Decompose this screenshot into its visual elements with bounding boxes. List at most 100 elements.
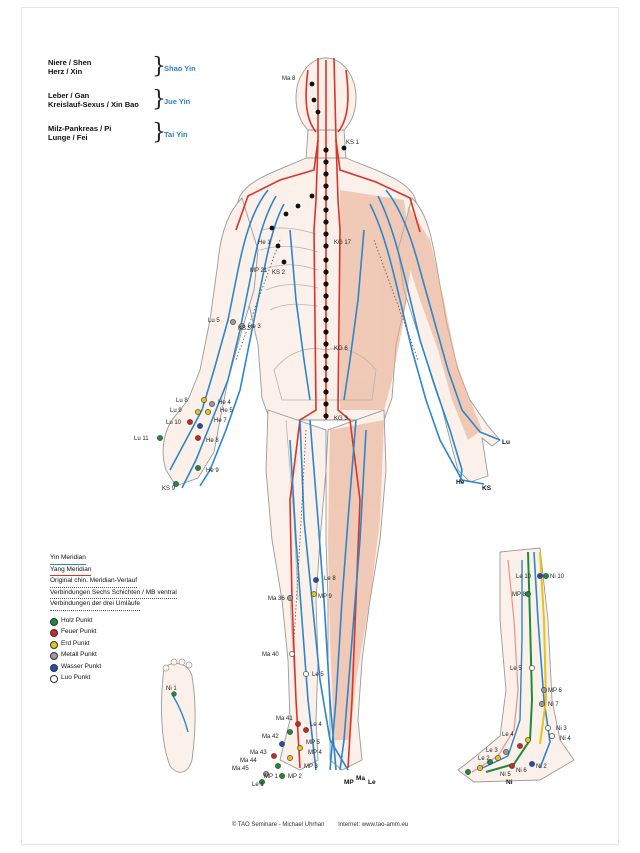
label-mp-bottom: MP	[344, 779, 354, 786]
label-lu11: Lu 11	[134, 436, 149, 442]
label-he5: He 5	[220, 408, 233, 414]
label-lu9: Lu 9	[170, 408, 182, 414]
footer: © TAO Seminare - Michael Uhrhan Internet…	[0, 822, 640, 828]
group-shao-yin: Niere / Shen Herz / Xin } Shao Yin	[48, 54, 238, 88]
label-ks2: KS 2	[272, 270, 286, 276]
meridian-groups: Niere / Shen Herz / Xin } Shao Yin Leber…	[48, 54, 238, 157]
legend-point: Erd Punkt	[50, 639, 220, 651]
label-le3: Le 3	[486, 748, 498, 754]
label-ni4: Ni 4	[560, 736, 571, 742]
legend-point: Metall Punkt	[50, 650, 220, 662]
label-le5-leg: Le 5	[510, 666, 522, 672]
group-line: Herz / Xin	[48, 67, 83, 76]
label-ma43: Ma 43	[250, 750, 267, 756]
point-labels: Ma 8 KS 1 KG 17 He 1 MP 21 KS 2 Lu 5 KS …	[134, 76, 510, 788]
label-le5: Le 5	[312, 672, 324, 678]
label-kg3: KG 3	[334, 416, 348, 422]
earth-point-icon	[50, 640, 58, 649]
group-line: Leber / Gan	[48, 91, 90, 100]
group-line: Kreislauf-Sexus / Xin Bao	[48, 100, 139, 109]
label-lu5: Lu 5	[208, 318, 220, 324]
label-he4: He 4	[218, 400, 231, 406]
label-kg6: KG 6	[334, 346, 348, 352]
label-ni2: Ni 2	[536, 764, 547, 770]
legend: Yin Meridian Yang Meridian Original chin…	[50, 553, 220, 685]
legend-item: Yang Meridian	[50, 565, 220, 576]
brace-icon: }	[152, 54, 166, 79]
wood-point-icon	[50, 617, 58, 626]
fire-point-icon	[50, 629, 58, 637]
group-jue-yin: Leber / Gan Kreislauf-Sexus / Xin Bao } …	[48, 87, 238, 121]
brace-icon: }	[152, 120, 166, 145]
label-mp2: MP 2	[288, 774, 303, 780]
label-mp5: MP 5	[306, 740, 321, 746]
yin-meridians	[169, 189, 501, 771]
label-ni6: Ni 6	[516, 768, 527, 774]
label-kg17: KG 17	[334, 240, 352, 246]
copyright: © TAO Seminare - Michael Uhrhan	[231, 822, 325, 828]
yang-meridians	[235, 57, 421, 769]
label-le2: Le 2	[478, 756, 490, 762]
legend-item: Original chin. Meridian-Verlauf	[50, 576, 220, 588]
element-points	[157, 319, 319, 785]
label-mp21: MP 21	[250, 268, 268, 274]
legend-sechs: Verbindungen Sechs Schichten / MB ventra…	[50, 588, 177, 599]
legend-yin: Yin Meridian	[50, 553, 86, 565]
label-mp9: MP 9	[318, 594, 333, 600]
label-he8: He 8	[206, 438, 219, 444]
label-le4: Le 4	[310, 722, 322, 728]
legend-original: Original chin. Meridian-Verlauf	[50, 576, 138, 588]
label-ma8: Ma 8	[282, 76, 296, 82]
label-le4-leg: Le 4	[502, 732, 514, 738]
label-lu-right: Lu	[502, 439, 510, 446]
leg-inset: Le 10 Ni 10 MP 8 Le 5 MP 6 Ni 7 Ni 3 Ni …	[457, 547, 575, 786]
connection-lines	[235, 239, 419, 641]
metal-point-icon	[50, 652, 58, 660]
label-ma42: Ma 42	[262, 734, 279, 740]
label-ni3: Ni 3	[556, 726, 567, 732]
group-line: Milz-Pankreas / Pi	[48, 124, 112, 133]
group-label: Shao Yin	[164, 64, 196, 73]
label-mp3: MP 3	[304, 764, 319, 770]
label-le10: Le 10	[516, 574, 532, 580]
label-lu8: Lu 8	[176, 398, 188, 404]
label-ks3: KS 3	[238, 326, 252, 332]
internet-link[interactable]: Internet: www.tao-amm.eu	[338, 822, 409, 828]
label-ni7: Ni 7	[548, 702, 559, 708]
label-ks-right: KS	[482, 485, 492, 492]
label-ma36: Ma 36	[268, 596, 285, 602]
label-le8: Le 8	[324, 576, 336, 582]
label-ni1: Ni 1	[166, 686, 177, 692]
label-mp4: MP 4	[308, 750, 323, 756]
label-ks9: KS 9	[162, 486, 176, 492]
label-he9: He 9	[206, 468, 219, 474]
label-he7: He 7	[214, 418, 227, 424]
group-line: Lunge / Fei	[48, 133, 88, 142]
luo-point-icon	[50, 675, 58, 683]
central-points	[269, 81, 347, 419]
label-le1: Le 1	[252, 782, 264, 788]
brace-icon: }	[152, 87, 166, 112]
label-ni10: Ni 10	[550, 574, 565, 580]
label-ni-bottom: Ni	[506, 779, 513, 786]
foot-sole-inset: Ni 1	[161, 658, 196, 773]
label-ma40: Ma 40	[262, 652, 279, 658]
legend-points: Holz Punkt Feuer Punkt Erd Punkt Metall …	[50, 616, 220, 685]
legend-point: Feuer Punkt	[50, 627, 220, 639]
legend-umlaeufe: Verbindungen der drei Umläufe	[50, 599, 140, 611]
legend-item: Verbindungen Sechs Schichten / MB ventra…	[50, 588, 220, 599]
label-ni5: Ni 5	[500, 772, 511, 778]
water-point-icon	[50, 663, 58, 672]
label-mp6: MP 6	[548, 688, 563, 694]
label-lu10: Lu 10	[166, 420, 182, 426]
legend-item: Verbindungen der drei Umläufe	[50, 599, 220, 611]
group-tai-yin: Milz-Pankreas / Pi Lunge / Fei } Tai Yin	[48, 120, 238, 154]
label-ma44: Ma 44	[240, 758, 257, 764]
label-ma-bottom: Ma	[356, 775, 365, 782]
label-ks1: KS 1	[346, 140, 360, 146]
group-label: Jue Yin	[164, 97, 191, 106]
legend-point: Luo Punkt	[50, 673, 220, 685]
label-mp8: MP 8	[512, 592, 527, 598]
label-ma41: Ma 41	[276, 716, 293, 722]
